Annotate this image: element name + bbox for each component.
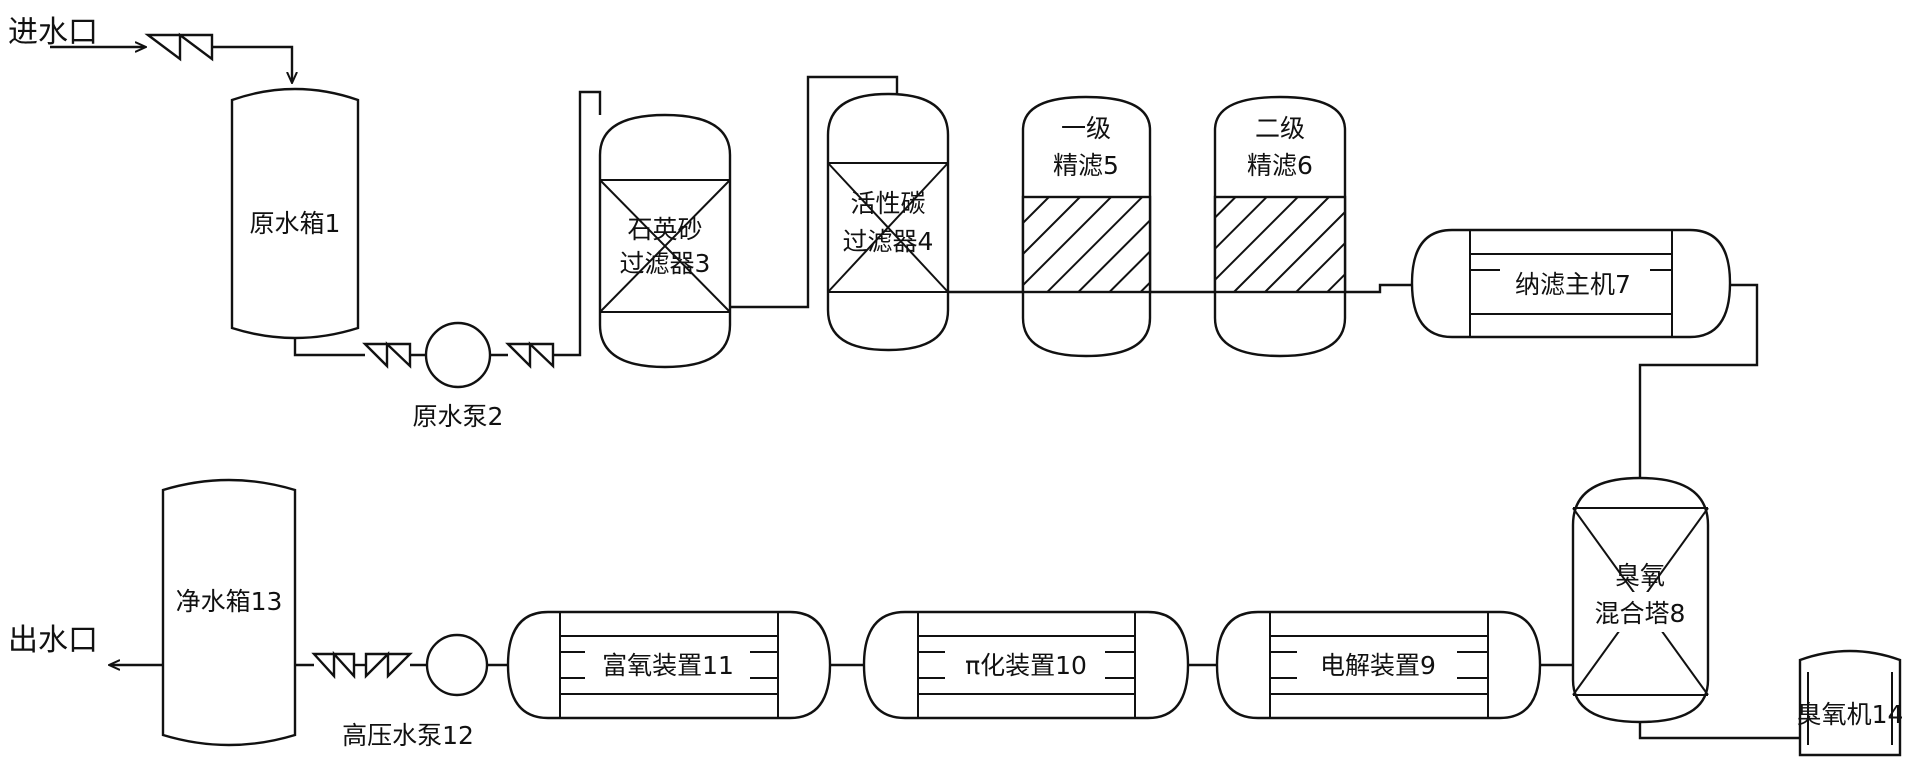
valve-before-hp-pump	[311, 650, 356, 680]
secondary-fine-filter	[1213, 95, 1347, 358]
quartz-sand-filter	[598, 113, 732, 369]
fine-filter-5-label-2: 精滤5	[1053, 151, 1119, 180]
ozone-generator	[1798, 649, 1902, 757]
ozone-generator-label: 臭氧机14	[1797, 700, 1904, 729]
raw-water-pump-label: 原水泵2	[413, 402, 504, 431]
clean-water-tank	[161, 478, 297, 747]
hp-pump-label: 高压水泵12	[342, 721, 474, 750]
ozone-tower-label-1: 臭氧	[1615, 561, 1665, 590]
carbon-filter-label-2: 过滤器4	[843, 227, 934, 256]
primary-fine-filter	[1021, 95, 1152, 358]
clean-water-tank-label: 净水箱13	[176, 587, 283, 616]
quartz-filter-label-2: 过滤器3	[620, 249, 711, 278]
nanofiltration-label: 纳滤主机7	[1515, 270, 1631, 299]
inlet-label: 进水口	[8, 15, 98, 50]
raw-water-tank	[230, 87, 360, 340]
activated-carbon-filter	[826, 92, 950, 352]
valve-inlet	[144, 32, 214, 62]
pi-device-label: π化装置10	[965, 651, 1087, 680]
valve-after-raw-pump	[505, 341, 555, 369]
fine-filter-6-label-1: 二级	[1255, 114, 1305, 143]
electrolysis-label: 电解装置9	[1320, 651, 1436, 680]
fine-filter-6-label-2: 精滤6	[1247, 151, 1313, 180]
valve-after-hp-pump	[364, 651, 413, 679]
ozone-tower-label-2: 混合塔8	[1595, 599, 1686, 628]
raw-water-tank-label: 原水箱1	[250, 209, 341, 238]
quartz-filter-label-1: 石英砂	[627, 215, 702, 244]
outlet-label: 出水口	[8, 623, 98, 658]
raw-water-pump	[424, 321, 492, 389]
oxygen-device-label: 富氧装置11	[602, 651, 734, 680]
high-pressure-pump	[425, 633, 489, 697]
fine-filter-5-label-1: 一级	[1061, 114, 1111, 143]
carbon-filter-label-1: 活性碳	[850, 189, 925, 218]
valve-before-raw-pump	[362, 341, 412, 369]
